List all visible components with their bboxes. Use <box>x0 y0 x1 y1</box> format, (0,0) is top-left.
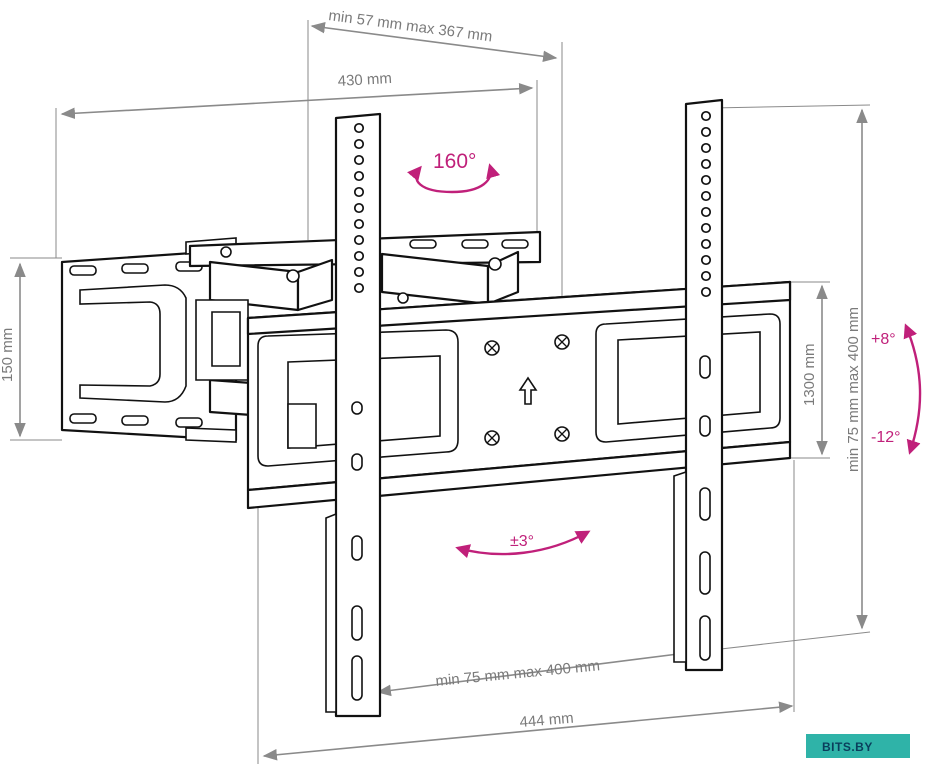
rotation-angle-arrow <box>455 530 591 559</box>
arm-width-label: 430 mm <box>337 70 392 90</box>
mounting-hole <box>353 138 365 150</box>
mounting-slot <box>351 401 363 415</box>
mounting-hole <box>700 206 712 218</box>
mounting-hole <box>353 122 365 134</box>
overall-width-label: 444 mm <box>519 710 574 731</box>
mounting-slot <box>699 355 711 379</box>
right-vertical-bracket <box>673 98 724 672</box>
mounting-hole <box>700 270 712 282</box>
mounting-hole <box>353 218 365 230</box>
right-plate-height-label: 1300 mm <box>801 343 818 406</box>
dimension-lines <box>10 20 871 764</box>
tilt-up-label: +8° <box>871 331 896 348</box>
left-vertical-bracket <box>325 112 382 718</box>
mounting-hole <box>700 126 712 138</box>
depth-dimension-line <box>310 21 558 63</box>
tilt-angle-arrow <box>903 323 922 455</box>
swivel-angle-label: 160° <box>433 150 476 173</box>
mounting-hole <box>700 238 712 250</box>
depth-range-label: min 57 mm max 367 mm <box>327 7 493 45</box>
mounting-slot <box>351 453 363 471</box>
mounting-hole <box>353 154 365 166</box>
tilt-down-label: -12° <box>871 429 901 446</box>
mounting-hole <box>700 174 712 186</box>
mounting-hole <box>700 222 712 234</box>
watermark-text: BITS.BY <box>822 740 873 754</box>
watermark-badge: BITS.BY <box>806 734 910 758</box>
mounting-hole <box>700 158 712 170</box>
center-bolts <box>484 334 570 446</box>
arm-width-dimension-line <box>60 82 534 120</box>
mounting-hole <box>353 186 365 198</box>
mounting-slot <box>699 615 711 661</box>
mounting-hole <box>700 110 712 122</box>
horizontal-vesa-label: min 75 mm max 400 mm <box>435 657 601 690</box>
up-arrow-icon <box>518 376 538 405</box>
mounting-hole <box>700 142 712 154</box>
mounting-hole <box>700 254 712 266</box>
overall-width-dimension-line <box>262 701 794 761</box>
mounting-hole <box>353 250 365 262</box>
vertical-vesa-label: min 75 mm max 400 mm <box>845 307 862 472</box>
mounting-slot <box>699 487 711 521</box>
rotation-angle-label: ±3° <box>510 533 534 550</box>
mounting-hole <box>700 286 712 298</box>
wall-plate-height-label: 150 mm <box>0 328 16 382</box>
mounting-hole <box>353 282 365 294</box>
mounting-hole <box>353 266 365 278</box>
mounting-hole <box>353 170 365 182</box>
mounting-slot <box>351 535 363 561</box>
mounting-hole <box>353 202 365 214</box>
mounting-hole <box>353 234 365 246</box>
mounting-slot <box>351 605 363 641</box>
swivel-angle-arrow <box>407 163 501 194</box>
mounting-slot <box>699 415 711 437</box>
watermark-background <box>806 734 910 758</box>
mounting-slot <box>351 655 363 701</box>
mounting-hole <box>700 190 712 202</box>
mounting-slot <box>699 551 711 595</box>
wall-plate <box>60 237 238 443</box>
horizontal-vesa-dimension-line <box>376 647 696 697</box>
